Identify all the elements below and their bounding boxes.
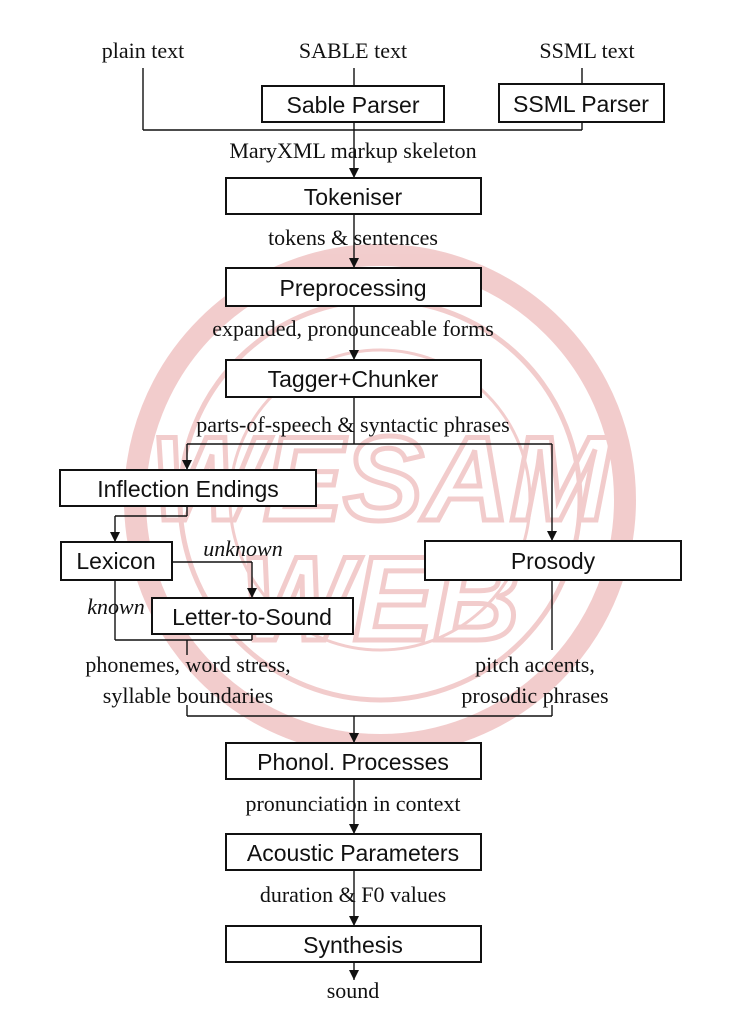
label-pronunciation: pronunciation in context <box>245 791 460 816</box>
label-pos-phrases: parts-of-speech & syntactic phrases <box>196 412 509 437</box>
sable-parser-module: Sable Parser <box>261 85 445 123</box>
connectors <box>110 68 583 980</box>
prosody-label: Prosody <box>511 548 596 574</box>
letter-to-sound-label: Letter-to-Sound <box>172 604 332 630</box>
synthesis-module: Synthesis <box>225 925 482 963</box>
tokeniser-label: Tokeniser <box>304 184 403 210</box>
sable-parser-label: Sable Parser <box>287 92 420 118</box>
ssml-parser-module: SSML Parser <box>498 83 665 123</box>
tokeniser-module: Tokeniser <box>225 177 482 215</box>
label-duration-f0: duration & F0 values <box>260 882 446 907</box>
lexicon-module: Lexicon <box>60 541 173 581</box>
label-pitch-line2: prosodic phrases <box>461 683 608 708</box>
tagger-chunker-module: Tagger+Chunker <box>225 359 482 398</box>
acoustic-parameters-module: Acoustic Parameters <box>225 833 482 871</box>
synthesis-label: Synthesis <box>303 932 403 958</box>
input-sable-text: SABLE text <box>299 38 407 63</box>
tagger-chunker-label: Tagger+Chunker <box>268 366 439 392</box>
preprocessing-module: Preprocessing <box>225 267 482 307</box>
input-plain-text: plain text <box>102 38 184 63</box>
label-expanded-forms: expanded, pronounceable forms <box>212 316 494 341</box>
prosody-module: Prosody <box>424 540 682 581</box>
ssml-parser-label: SSML Parser <box>513 91 649 117</box>
phonol-processes-module: Phonol. Processes <box>225 742 482 780</box>
label-markup-skeleton: MaryXML markup skeleton <box>229 138 476 163</box>
label-sound: sound <box>327 978 380 1003</box>
label-tokens-sentences: tokens & sentences <box>268 225 438 250</box>
acoustic-parameters-label: Acoustic Parameters <box>247 840 459 866</box>
label-phonemes-line2: syllable boundaries <box>103 683 273 708</box>
letter-to-sound-module: Letter-to-Sound <box>151 597 354 635</box>
input-ssml-text: SSML text <box>539 38 634 63</box>
lexicon-label: Lexicon <box>76 548 155 574</box>
inflection-endings-label: Inflection Endings <box>97 476 279 502</box>
phonol-processes-label: Phonol. Processes <box>257 749 449 775</box>
label-known: known <box>87 594 144 619</box>
label-unknown: unknown <box>203 536 282 561</box>
label-phonemes-line1: phonemes, word stress, <box>85 652 290 677</box>
label-pitch-line1: pitch accents, <box>475 652 595 677</box>
inflection-endings-module: Inflection Endings <box>59 469 317 507</box>
preprocessing-label: Preprocessing <box>279 275 426 301</box>
